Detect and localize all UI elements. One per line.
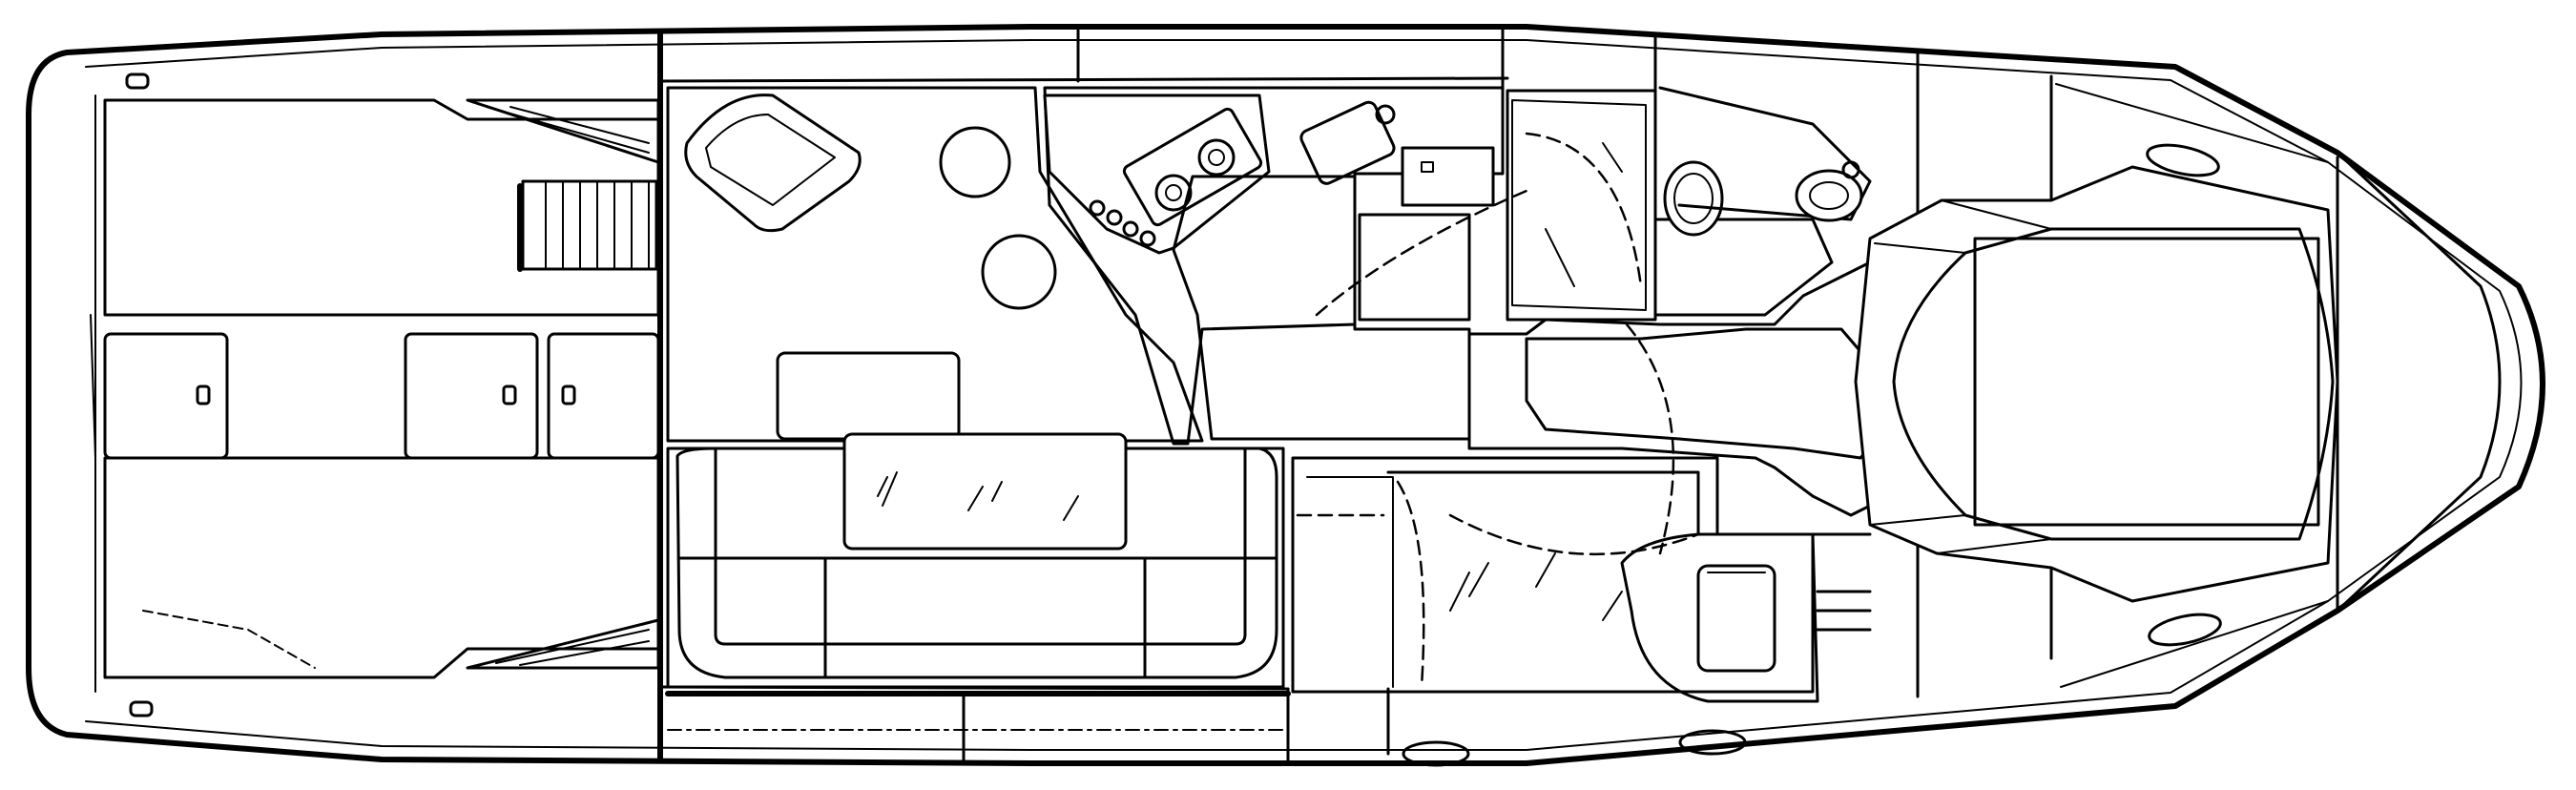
stove-knob-1[interactable] (1089, 199, 1106, 217)
dinette-sofa[interactable] (665, 432, 1291, 731)
cockpit-hatch-latch-1[interactable] (196, 385, 211, 405)
stool-2[interactable] (981, 234, 1057, 310)
head-faucet[interactable] (1841, 160, 1860, 179)
stern-cleat-bottom (129, 700, 154, 717)
passage (1467, 260, 1929, 555)
salon-table[interactable] (776, 351, 961, 441)
sink-faucet[interactable] (1375, 104, 1396, 125)
head (1315, 86, 1872, 322)
burner-2[interactable] (1197, 138, 1236, 177)
shower-enclosure (1620, 532, 1819, 703)
portlight-cabin-1 (1402, 740, 1470, 767)
foredeck-stripes (2055, 83, 2329, 688)
head-sink[interactable] (1795, 169, 1863, 222)
galley-sink[interactable] (1298, 100, 1396, 186)
toilet[interactable] (1663, 160, 1724, 237)
helm-seat[interactable] (684, 94, 862, 233)
stern-cleat-top (125, 73, 150, 90)
cockpit-hatch-latch-3[interactable] (561, 385, 576, 405)
cockpit-hatch-latch-2[interactable] (502, 385, 517, 405)
salon (666, 86, 1204, 443)
v-berth[interactable] (1854, 165, 2339, 603)
refrigerator[interactable] (1358, 213, 1471, 322)
cooktop[interactable] (1122, 107, 1263, 227)
hull-inner-rail (85, 39, 2523, 751)
portlight-bow-top (2146, 143, 2220, 177)
guest-cabin (1291, 456, 1872, 703)
portlight-cabin-2 (1678, 729, 1747, 756)
stove-knob-4[interactable] (1139, 230, 1156, 247)
shower-seat[interactable] (1696, 564, 1776, 673)
galley (1043, 86, 1505, 446)
stove-knob-3[interactable] (1122, 220, 1139, 238)
stool-1[interactable] (939, 126, 1011, 198)
stove-knob-2[interactable] (1106, 209, 1123, 226)
portlight-bow-bottom (2148, 613, 2222, 647)
burner-1[interactable] (1154, 174, 1193, 212)
